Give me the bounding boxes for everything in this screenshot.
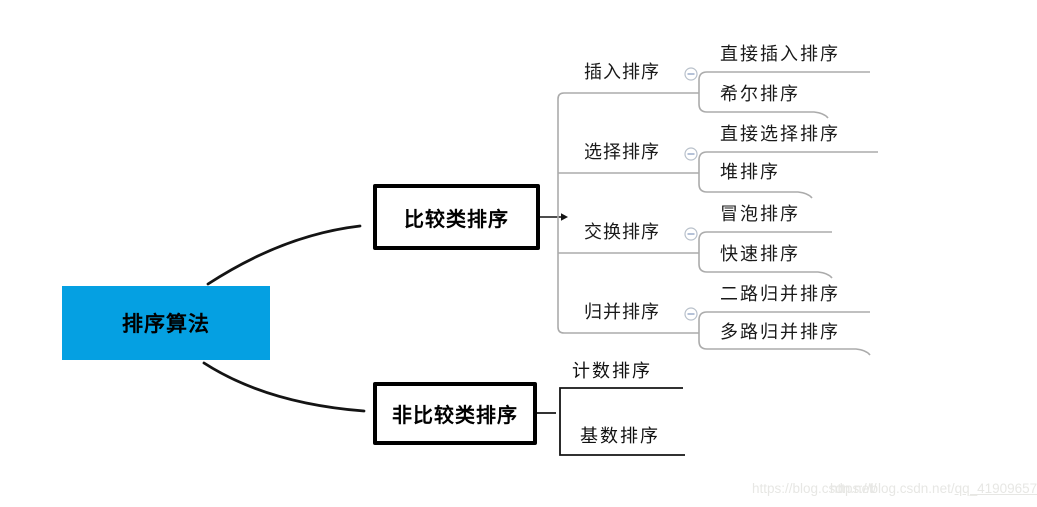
csdn-watermark: https://blog.csdn.net/ https://blog.csdn… [752,481,1037,499]
watermark-text: https://blog.csdn.net/ [752,481,877,496]
topic-exchange-sort[interactable]: 交换排序 [584,222,660,242]
topic-bubble-sort[interactable]: 冒泡排序 [720,204,800,224]
watermark-link-text: qq_41909657 [954,481,1037,496]
topic-selection-sort[interactable]: 选择排序 [584,142,660,162]
curve-root-to-noncomparison [202,361,366,413]
bracket-exchange-children [698,231,833,279]
collapse-minus-icon[interactable] [684,67,698,81]
topic-shell-sort[interactable]: 希尔排序 [720,84,800,104]
collapse-minus-icon[interactable] [684,307,698,321]
topic-radix-sort[interactable]: 基数排序 [580,426,660,446]
watermark-text: https://blog.csdn.net/qq_41909657 [830,481,1037,496]
branch-label: 非比较类排序 [392,405,518,427]
arrowhead-icon [561,213,568,221]
topic-direct-selection-sort[interactable]: 直接选择排序 [720,124,840,144]
collapse-minus-icon[interactable] [684,147,698,161]
topic-direct-insertion-sort[interactable]: 直接插入排序 [720,44,840,64]
root-label: 排序算法 [122,313,210,336]
branch-node-comparison-sort[interactable]: 比较类排序 [373,184,540,250]
topic-counting-sort[interactable]: 计数排序 [572,361,652,381]
spine-noncomparison [559,387,685,456]
topic-heap-sort[interactable]: 堆排序 [720,162,780,182]
curve-root-to-comparison [206,224,362,286]
topic-quick-sort[interactable]: 快速排序 [720,244,800,264]
topic-two-way-merge-sort[interactable]: 二路归并排序 [720,284,840,304]
spine-comparison [557,92,699,334]
branch-label: 比较类排序 [404,208,509,231]
root-node-sorting-algorithms[interactable]: 排序算法 [62,286,270,360]
collapse-minus-icon[interactable] [684,227,698,241]
bracket-selection-children [698,151,878,199]
bracket-merge-children [698,311,871,356]
bracket-insertion-children [698,71,870,119]
topic-merge-sort[interactable]: 归并排序 [584,302,660,322]
topic-insertion-sort[interactable]: 插入排序 [584,62,660,82]
branch-node-noncomparison-sort[interactable]: 非比较类排序 [373,382,537,445]
topic-multi-way-merge-sort[interactable]: 多路归并排序 [720,322,840,342]
